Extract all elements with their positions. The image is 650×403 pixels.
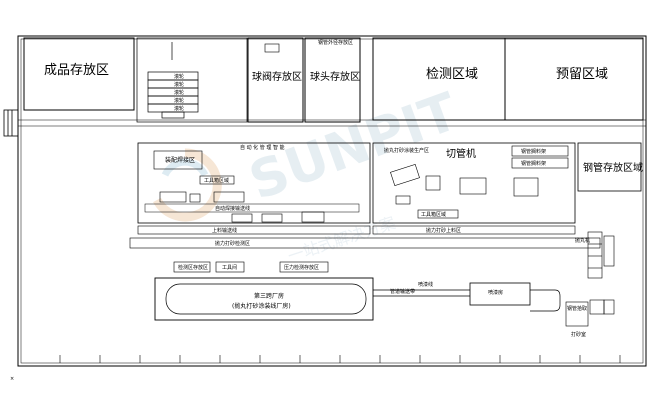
- svg-text:滚轮: 滚轮: [174, 81, 184, 88]
- assembly-box: [153, 150, 203, 170]
- right-conveyor-label: 抛力打砂上料区: [426, 227, 461, 234]
- left-door: [3, 109, 19, 137]
- tool-box-b-label: 工具间: [222, 264, 237, 271]
- steel-rack-2: [511, 157, 569, 169]
- mid-band-label: 抛力打砂检测区: [215, 240, 250, 247]
- zone-reserved-label: 预留区域: [556, 67, 608, 82]
- tools-area-2: [417, 209, 459, 219]
- right-conveyor: [372, 225, 576, 235]
- watermark-logo: [153, 148, 222, 222]
- left-conveyor-label: 上料输送线: [212, 227, 237, 234]
- line-label-2: 管道输送带: [390, 288, 415, 295]
- zone-ball-valve-box: [247, 37, 304, 123]
- right-production-region: [372, 142, 576, 224]
- right-area-label: 抛丸打砂涂装生产区: [384, 147, 429, 154]
- line-label: 喷漆线: [418, 281, 433, 288]
- svg-text:滚轮: 滚轮: [174, 89, 184, 96]
- corner-mark: ×: [10, 376, 14, 382]
- outer-walls: [17, 35, 647, 367]
- third-bay-outer: [154, 277, 374, 321]
- tools-area-2-label: 工具箱区域: [421, 211, 446, 218]
- inner-conveyor: [144, 203, 360, 213]
- sandblast-label: 打砂室: [571, 331, 586, 338]
- zone-steel-pipe-box: [577, 142, 642, 192]
- zone-reserved-box: [504, 37, 644, 121]
- office-stack-labels: 滚轮 滚轮 滚轮 滚轮 滚轮: [174, 73, 184, 112]
- pipe-line: [373, 289, 561, 312]
- loading-label: 钢管拾取: [567, 305, 587, 312]
- steel-rack-1: [511, 145, 569, 157]
- tools-area-1: [199, 175, 235, 185]
- cutter-machines: [390, 163, 539, 205]
- zone-steel-pipe-label: 钢管存放区域: [583, 161, 643, 174]
- loading-column: [565, 231, 615, 327]
- inner-conveyor-label: 自动焊接输送线: [215, 205, 250, 212]
- svg-text:滚轮: 滚轮: [174, 97, 184, 104]
- steel-rack-1-label: 钢管搁料架: [521, 148, 546, 155]
- zone-ball-head-label: 球头存放区: [310, 70, 360, 83]
- steel-rack-2-label: 钢管搁料架: [521, 160, 546, 167]
- tool-box-c-label: 压力检测存放区: [284, 264, 319, 271]
- svg-text:滚轮: 滚轮: [174, 105, 184, 112]
- top-header-label: 钢管外径存放区: [318, 39, 353, 46]
- tool-box-a-label: 检测区存放区: [178, 264, 208, 271]
- office-block: [136, 37, 248, 123]
- spray-room: [469, 282, 531, 306]
- svg-text:滚轮: 滚轮: [174, 73, 184, 80]
- right-vert-label: 抛丸机: [575, 237, 590, 244]
- mid-header-label: 自 动 化 管 理 智 能: [240, 144, 285, 151]
- mid-band: [129, 237, 601, 249]
- spray-room-label: 喷漆房: [488, 289, 503, 296]
- assembly-label: 装配焊接区: [165, 156, 195, 164]
- third-bay-line2: (抛丸打砂涂装线厂房): [232, 302, 291, 310]
- tools-area-1-label: 工具箱区域: [204, 177, 229, 184]
- zone-ball-valve-label: 球阀存放区: [252, 70, 302, 83]
- assembly-region: [137, 142, 371, 224]
- third-bay-line1: 第三跨厂房: [254, 292, 284, 300]
- ball-valve-equipment: [264, 43, 280, 53]
- left-conveyor: [137, 225, 371, 235]
- zone-ball-head-box: [304, 37, 361, 123]
- zone-inspection-label: 检测区域: [426, 67, 478, 82]
- column-ticks: [59, 355, 621, 363]
- zone-finished-goods-label: 成品存放区: [44, 63, 109, 78]
- zone-finished-goods-box: [23, 37, 135, 111]
- tool-boxes: [173, 261, 329, 273]
- third-bay-track: [165, 283, 367, 315]
- pipe-cutter-label: 切管机: [446, 147, 476, 160]
